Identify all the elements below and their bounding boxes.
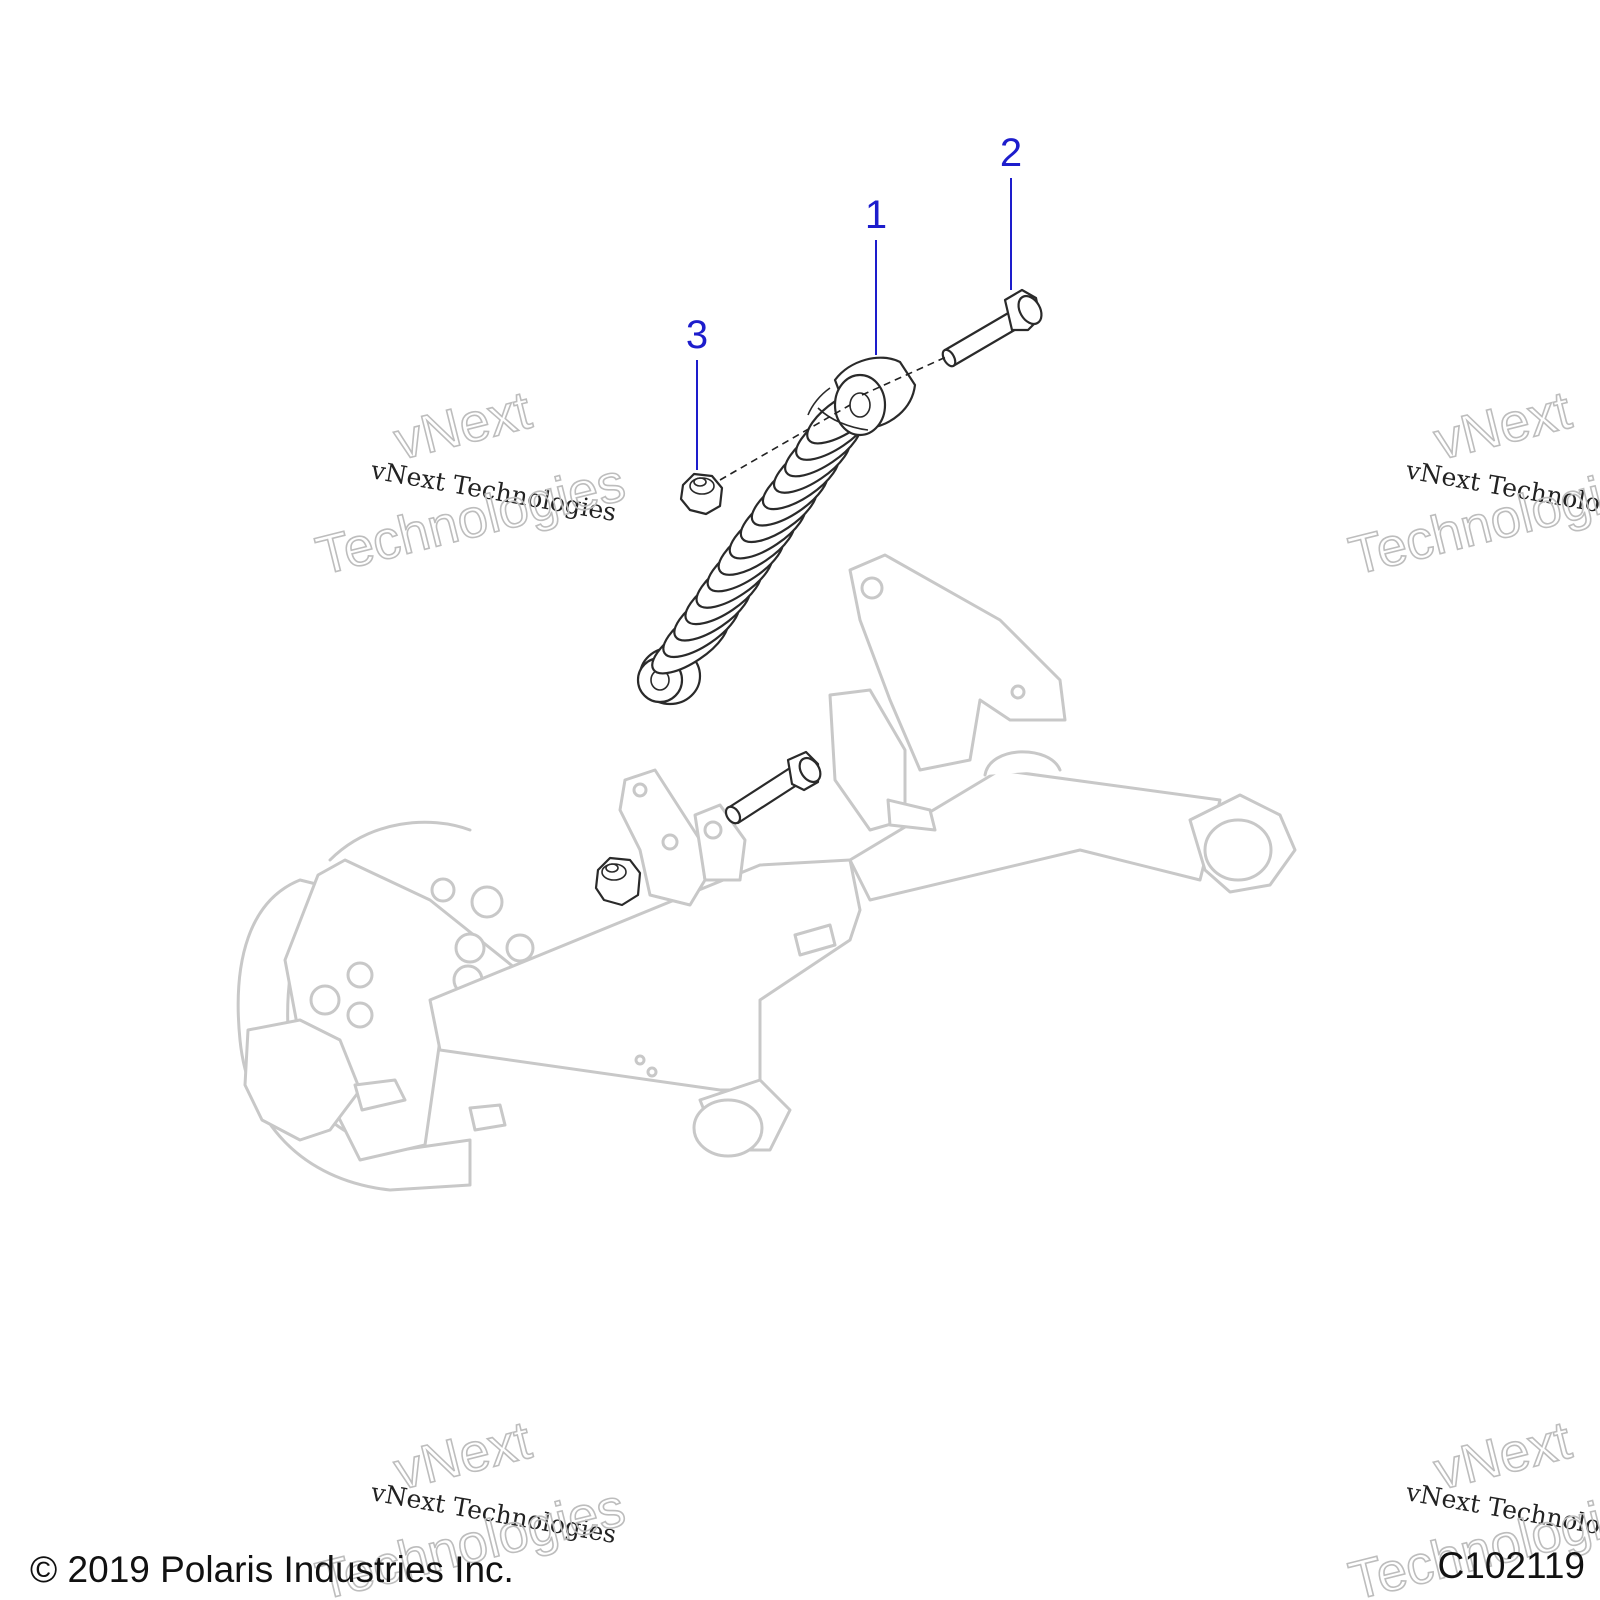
callout-2: 2 [1000, 131, 1022, 290]
lower-mount-bolt [724, 750, 822, 825]
assembly-line-bolt [861, 356, 947, 396]
watermark-top-right: vNext Technologies vNext Technologies [1343, 379, 1600, 587]
watermark-big-line1: vNext [388, 380, 536, 472]
watermark-big-line1: vNext [1428, 380, 1576, 472]
copyright-text: © 2019 Polaris Industries Inc. [30, 1549, 514, 1590]
nut-part-3 [679, 472, 724, 516]
assembly-line-nut [719, 404, 851, 481]
callout-number-3: 3 [686, 313, 708, 357]
drawing-code: C102119 [1438, 1545, 1585, 1586]
bolt-part-2 [941, 288, 1043, 368]
callout-1: 1 [865, 193, 887, 355]
callout-number-2: 2 [1000, 131, 1022, 175]
shock-absorber-part-1 [636, 356, 917, 706]
ghost-swingarm-assembly [236, 553, 1297, 1192]
callout-number-1: 1 [865, 193, 887, 237]
callout-3: 3 [686, 313, 708, 470]
watermark-top-left: vNext Technologies vNext Technologies [310, 379, 632, 587]
watermark-big-line1: vNext [388, 1410, 536, 1502]
lower-mount-nut [594, 856, 642, 907]
watermark-big-line1: vNext [1428, 1410, 1576, 1502]
shock-spring-coils [651, 385, 884, 675]
